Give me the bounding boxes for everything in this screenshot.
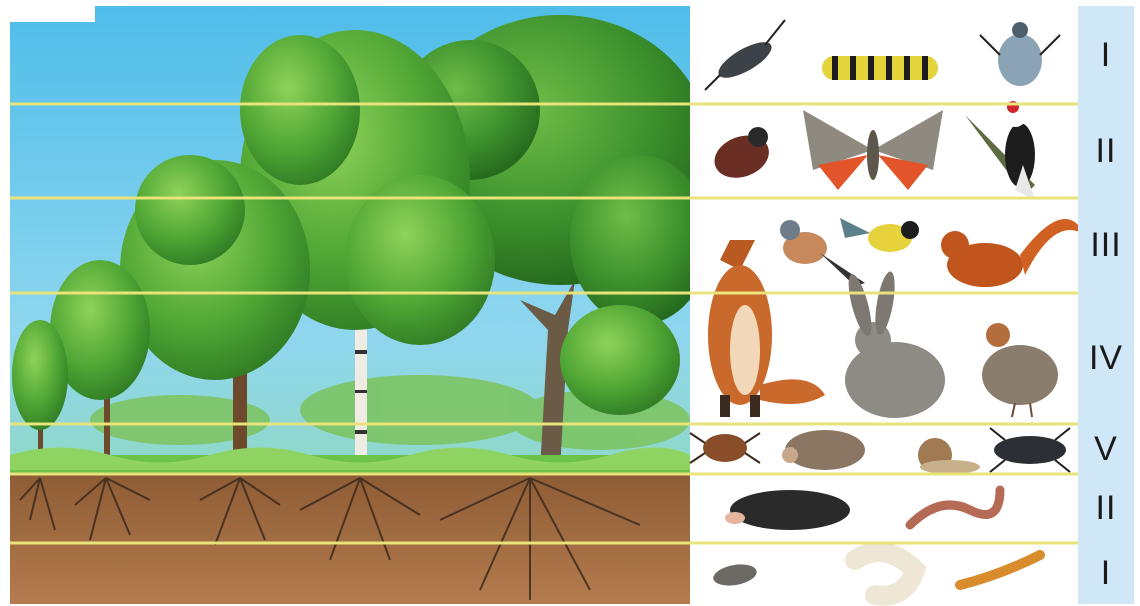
forest-scene xyxy=(10,6,710,604)
layer-numeral: IV xyxy=(1089,339,1123,378)
layer-label: I xyxy=(1078,6,1134,104)
layer-label: II xyxy=(1078,104,1134,198)
layer-numeral: I xyxy=(1101,36,1111,75)
layer-label: I xyxy=(1078,543,1134,604)
layer-numeral: V xyxy=(1094,430,1118,469)
layer-numeral: I xyxy=(1101,554,1111,593)
layer-numeral: III xyxy=(1090,226,1121,265)
layer-label: IV xyxy=(1078,293,1134,424)
layer-label: III xyxy=(1078,198,1134,293)
caterpillar-icon xyxy=(822,56,938,80)
layer-numeral: II xyxy=(1096,489,1117,528)
layer-label: II xyxy=(1078,474,1134,543)
layer-numeral: II xyxy=(1096,132,1117,171)
layer-label: V xyxy=(1078,424,1134,474)
